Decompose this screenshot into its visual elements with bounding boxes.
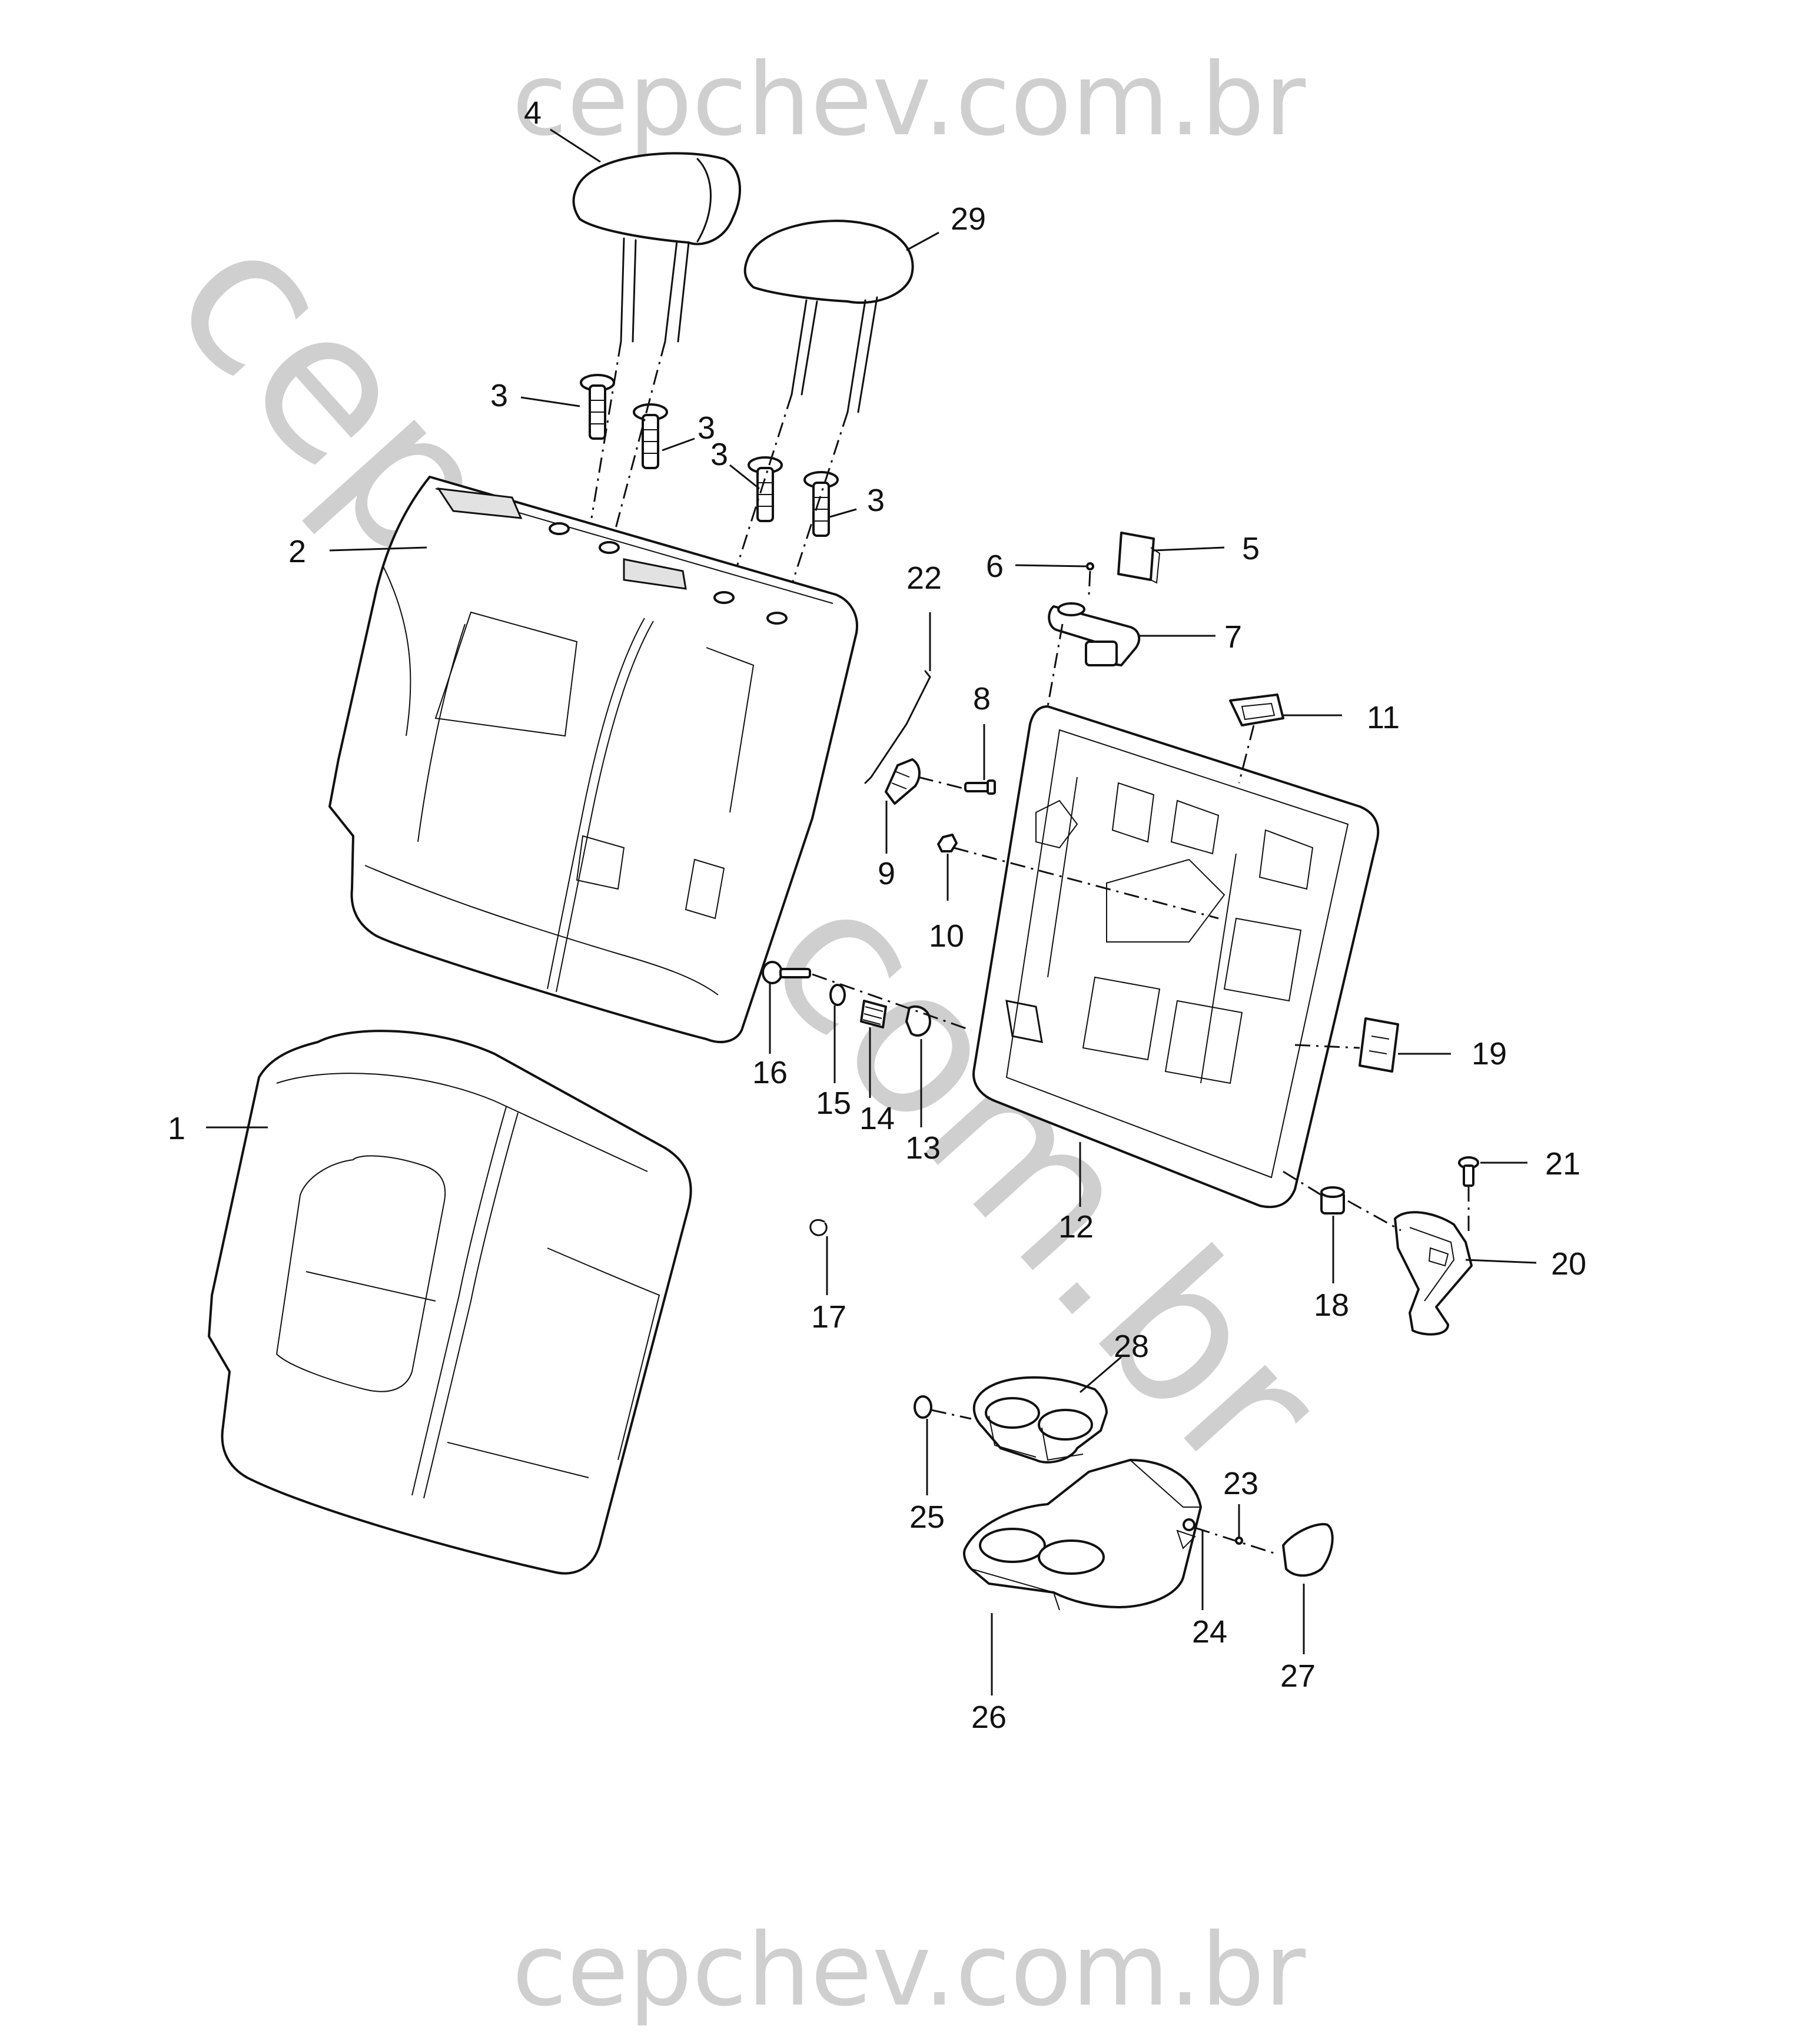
part-5-latch-button (1117, 532, 1161, 584)
hinge-install-line (1347, 1200, 1401, 1232)
callout-9: 9 (878, 856, 895, 891)
part-22-rod (864, 670, 931, 784)
part-29-headrest-right (743, 220, 914, 413)
part-4-headrest-left (572, 152, 741, 343)
part-24-pivot (1183, 1518, 1195, 1531)
callout-17: 17 (811, 1299, 846, 1335)
part-9-lock (885, 758, 921, 805)
watermark-top: cepchev.com.br (512, 42, 1306, 158)
callout-2: 2 (288, 534, 306, 569)
callout-10: 10 (929, 918, 964, 954)
watermark-bottom: cepchev.com.br (512, 1912, 1306, 2029)
part-26-armrest (963, 1459, 1202, 1611)
callout-20: 20 (1551, 1246, 1586, 1282)
part-19-pad (1294, 1017, 1399, 1073)
part-18-bushing (1283, 1170, 1345, 1215)
callout-23: 23 (1223, 1466, 1258, 1501)
guide-install-lines (590, 341, 849, 613)
callout-3b: 3 (698, 410, 715, 446)
callout-3a: 3 (490, 378, 508, 413)
callout-27: 27 (1280, 1658, 1316, 1694)
callout-7: 7 (1224, 619, 1242, 655)
callout-18: 18 (1314, 1288, 1349, 1323)
part-15-washer (829, 984, 846, 1006)
callout-29: 29 (951, 201, 986, 237)
callout-13: 13 (905, 1130, 941, 1166)
part-21-bolt (1458, 1156, 1479, 1233)
callout-1: 1 (168, 1111, 185, 1146)
callout-4: 4 (524, 95, 542, 131)
callout-22: 22 (906, 560, 942, 596)
part-20-hinge-bracket (1394, 1211, 1473, 1336)
part-27-end-cap (1282, 1523, 1334, 1577)
part-14-spring (860, 1000, 887, 1028)
leader-lines (206, 128, 1537, 1695)
callout-6: 6 (986, 549, 1004, 584)
part-13-bushing (905, 1005, 931, 1037)
part-25-clip (914, 1395, 972, 1420)
callout-26: 26 (971, 1700, 1007, 1735)
part-6-screw (1086, 562, 1094, 595)
part-28-cupholder (972, 1376, 1108, 1464)
part-8-bolt (918, 776, 996, 795)
pivot-install-line (812, 973, 972, 1031)
callout-11: 11 (1367, 700, 1400, 735)
callout-16: 16 (752, 1055, 788, 1090)
part-23-pin (1194, 1527, 1278, 1555)
part-7-latch-bezel (1048, 602, 1141, 666)
part-10-nut (937, 834, 958, 852)
part-2-seat-back-cover (328, 476, 858, 1043)
part-12-seat-back-frame (972, 705, 1380, 1209)
callout-5: 5 (1242, 531, 1260, 566)
part-11-bracket (1229, 694, 1284, 784)
callout-25: 25 (909, 1499, 945, 1535)
callout-12: 12 (1058, 1209, 1094, 1245)
callout-8: 8 (973, 681, 991, 716)
callout-14: 14 (859, 1101, 895, 1136)
callout-21: 21 (1545, 1146, 1580, 1182)
callout-3d: 3 (867, 483, 885, 518)
callout-3c: 3 (710, 437, 728, 472)
callout-28: 28 (1114, 1329, 1149, 1364)
part-1-seat-cushion-cover (208, 1030, 692, 1575)
callout-24: 24 (1192, 1614, 1227, 1650)
callout-19: 19 (1472, 1036, 1507, 1071)
frame-install-line (953, 847, 1219, 920)
part-16-pivot-bolt (762, 961, 811, 984)
part-3-headrest-guides (580, 374, 839, 537)
callout-15: 15 (816, 1086, 851, 1121)
callout-labels: 4 29 3 3 3 3 2 5 6 7 11 22 8 9 10 19 16 … (168, 95, 1586, 1735)
part-17-clip (809, 1219, 828, 1236)
latch-install-line (1047, 623, 1064, 707)
